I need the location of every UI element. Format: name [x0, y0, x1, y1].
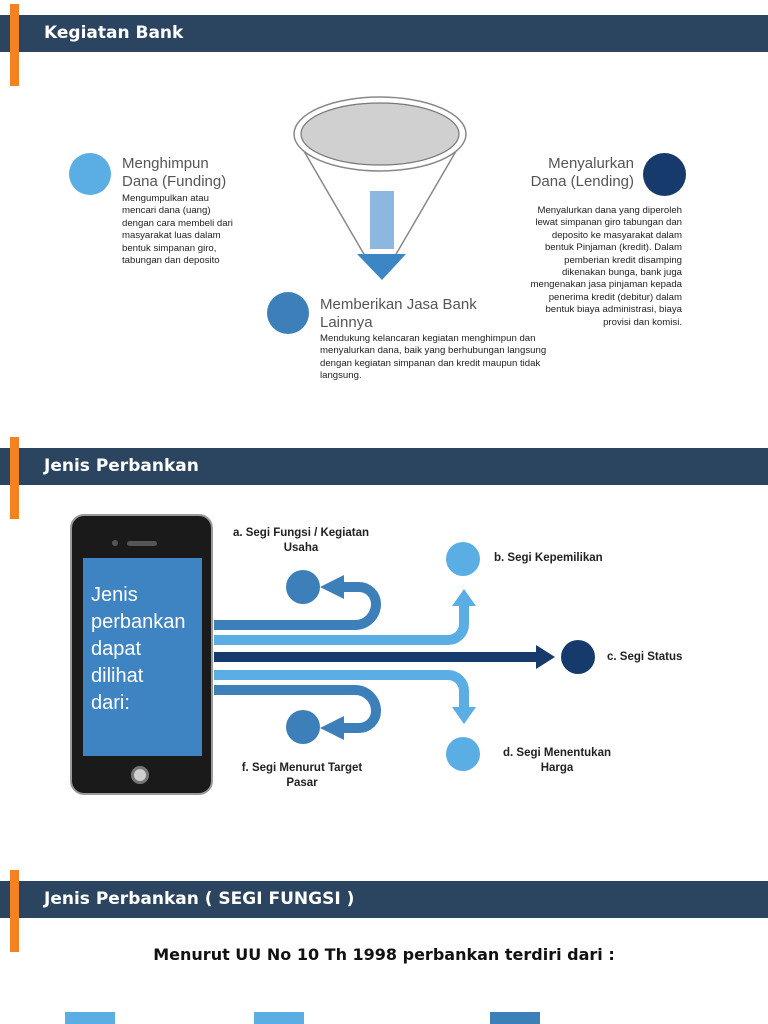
phone-text-line: dari:: [91, 692, 130, 714]
jasa-desc-line: langsung.: [320, 370, 362, 382]
category-box-1: [65, 1012, 115, 1024]
funding-dot: [69, 153, 111, 195]
jasa-desc-line: Mendukung kelancaran kegiatan menghimpun…: [320, 333, 536, 344]
jasa-title: Memberikan Jasa Bank Lainnya: [320, 296, 477, 332]
funding-desc-line: Mengumpulkan atau: [122, 193, 209, 204]
jasa-description: Mendukung kelancaran kegiatan menghimpun…: [320, 333, 580, 383]
label-f-line1: f. Segi Menurut Target: [241, 762, 363, 774]
jasa-title-line2: Lainnya: [320, 314, 373, 331]
lending-desc-line: mengenakan jasa pinjaman kepada: [530, 279, 682, 291]
label-f-line2: Pasar: [286, 776, 318, 789]
section-title-jenis: Jenis Perbankan: [44, 456, 199, 476]
funding-desc-line: mencari dana (uang): [122, 205, 211, 217]
label-segi-target-pasar: f. Segi Menurut Target Pasar: [224, 761, 380, 790]
segi-harga-dot: [446, 737, 480, 771]
funding-desc-line: dengan cara membeli dari: [122, 217, 233, 229]
label-segi-status: c. Segi Status: [607, 651, 683, 663]
label-a-line1: a. Segi Fungsi / Kegiatan: [232, 527, 370, 539]
jasa-desc-line: dengan kegiatan simpanan dan kredit maup…: [320, 357, 541, 369]
lending-description: Menyalurkan dana yang diperoleh lewat si…: [492, 205, 682, 329]
jasa-title-line1: Memberikan Jasa Bank: [320, 296, 477, 313]
funding-title: Menghimpun Dana (Funding): [122, 155, 226, 191]
lending-desc-line: pemberian kredit disamping: [564, 254, 682, 266]
segi-kepemilikan-dot: [446, 542, 480, 576]
lending-title-line2: Dana (Lending): [530, 173, 634, 190]
lending-dot: [643, 153, 686, 196]
arrow-a-icon: [214, 575, 382, 630]
lending-desc-line: provisi dan komisi.: [603, 316, 682, 328]
segi-status-dot: [561, 640, 595, 674]
arrow-c-icon: [214, 645, 555, 669]
lending-title-line1: Menyalurkan: [548, 155, 634, 172]
speaker-slot: [127, 541, 157, 546]
segi-fungsi-dot: [286, 570, 320, 604]
phone-screen-text: Jenis perbankan dapat dilihat dari:: [83, 558, 202, 717]
label-segi-harga: d. Segi Menentukan Harga: [492, 746, 622, 775]
label-d-line2: Harga: [540, 761, 574, 774]
funding-desc-line: tabungan dan deposito: [122, 255, 220, 267]
funding-description: Mengumpulkan atau mencari dana (uang) de…: [122, 193, 272, 267]
arrow-b-icon: [214, 589, 476, 645]
lending-desc-line: deposito ke masyarakat dalam: [551, 229, 682, 241]
phone-text-line: dilihat: [91, 665, 144, 687]
category-box-3: [490, 1012, 540, 1024]
funnel-icon: [293, 96, 467, 280]
camera-dot: [112, 540, 118, 546]
phone-text-line: perbankan: [91, 611, 186, 633]
jasa-desc-line: menyalurkan dana, baik yang berhubungan …: [320, 345, 547, 357]
section-title-kegiatan: Kegiatan Bank: [44, 23, 184, 43]
funding-desc-line: masyarakat luas dalam: [122, 230, 221, 242]
home-button: [131, 766, 149, 784]
accent-stripe-kegiatan: [10, 4, 19, 86]
lending-desc-line: penerima kredit (debitur) dalam: [548, 291, 682, 303]
category-box-2: [254, 1012, 304, 1024]
label-segi-fungsi: a. Segi Fungsi / Kegiatan Usaha: [216, 526, 386, 555]
funding-title-line1: Menghimpun: [122, 155, 209, 172]
section-title-segi-fungsi: Jenis Perbankan ( SEGI FUNGSI ): [44, 889, 355, 909]
phone-text-line: Jenis: [91, 584, 138, 606]
phone-screen: Jenis perbankan dapat dilihat dari:: [83, 558, 202, 756]
lending-desc-line: bentuk biaya administrasi, biaya: [545, 304, 682, 316]
accent-stripe-jenis: [10, 437, 19, 519]
funding-title-line2: Dana (Funding): [122, 173, 227, 190]
jasa-dot: [267, 292, 309, 334]
segi-fungsi-subtitle: Menurut UU No 10 Th 1998 perbankan terdi…: [153, 945, 615, 964]
lending-desc-line: bentuk Pinjaman (kredit). Dalam: [544, 242, 682, 254]
arrow-d-icon: [214, 670, 476, 724]
label-d-line1: d. Segi Menentukan: [503, 747, 611, 759]
funding-desc-line: bentuk simpanan giro,: [122, 242, 217, 254]
smartphone-icon: Jenis perbankan dapat dilihat dari:: [70, 514, 213, 795]
lending-title: Menyalurkan Dana (Lending): [531, 155, 634, 191]
arrow-f-icon: [214, 685, 382, 740]
label-a-line2: Usaha: [283, 541, 319, 554]
lending-desc-line: lewat simpanan giro tabungan dan: [535, 217, 682, 229]
header-bar-kegiatan: [0, 15, 768, 52]
lending-desc-line: dikenakan bunga, bank juga: [561, 267, 682, 279]
header-bar-segi-fungsi: [0, 881, 768, 918]
accent-stripe-segi-fungsi: [10, 870, 19, 952]
header-bar-jenis: [0, 448, 768, 485]
label-segi-kepemilikan: b. Segi Kepemilikan: [494, 552, 603, 564]
lending-desc-line: Menyalurkan dana yang diperoleh: [537, 205, 682, 216]
phone-text-line: dapat: [91, 638, 142, 660]
segi-target-pasar-dot: [286, 710, 320, 744]
